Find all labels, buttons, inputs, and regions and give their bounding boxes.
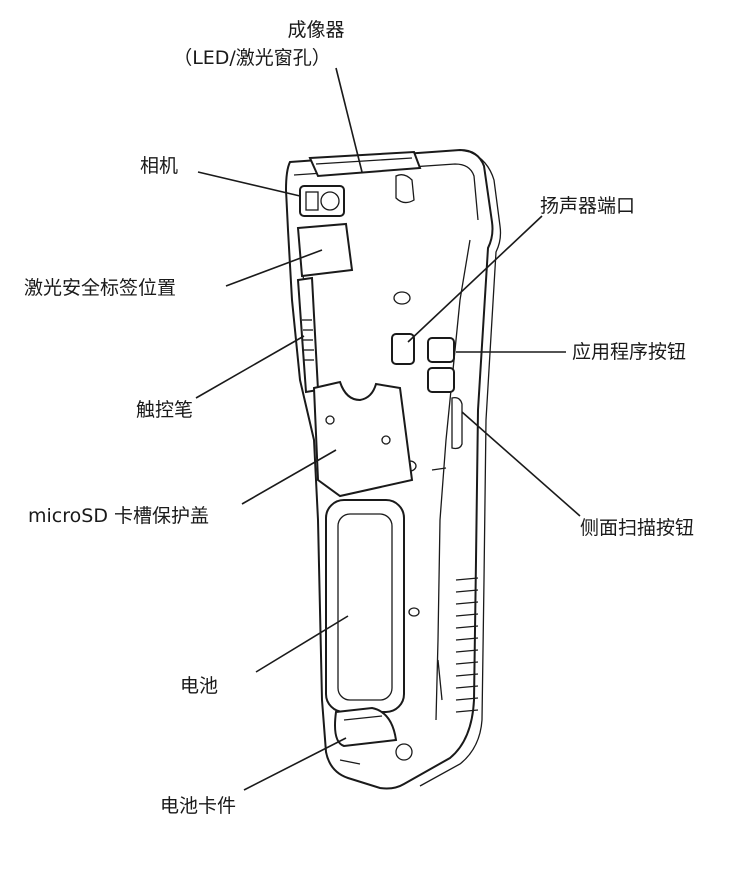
stylus-label: 触控笔 [136,399,193,421]
imager-sublabel: （LED/激光窗孔） [173,47,331,69]
camera-label: 相机 [140,155,178,177]
imager-label: 成像器 [287,19,344,41]
app-buttons-label: 应用程序按钮 [572,341,686,363]
battery-latch-label: 电池卡件 [160,795,236,817]
battery [326,500,404,712]
side-scan-label: 侧面扫描按钮 [580,517,694,539]
camera [300,186,344,216]
battery-label: 电池 [180,675,218,697]
speaker-label: 扬声器端口 [540,195,635,217]
microsd-cover [314,382,412,496]
laser-label-label: 激光安全标签位置 [24,277,176,299]
laser-label-area [298,224,352,276]
microsd-label: microSD 卡槽保护盖 [28,505,209,527]
